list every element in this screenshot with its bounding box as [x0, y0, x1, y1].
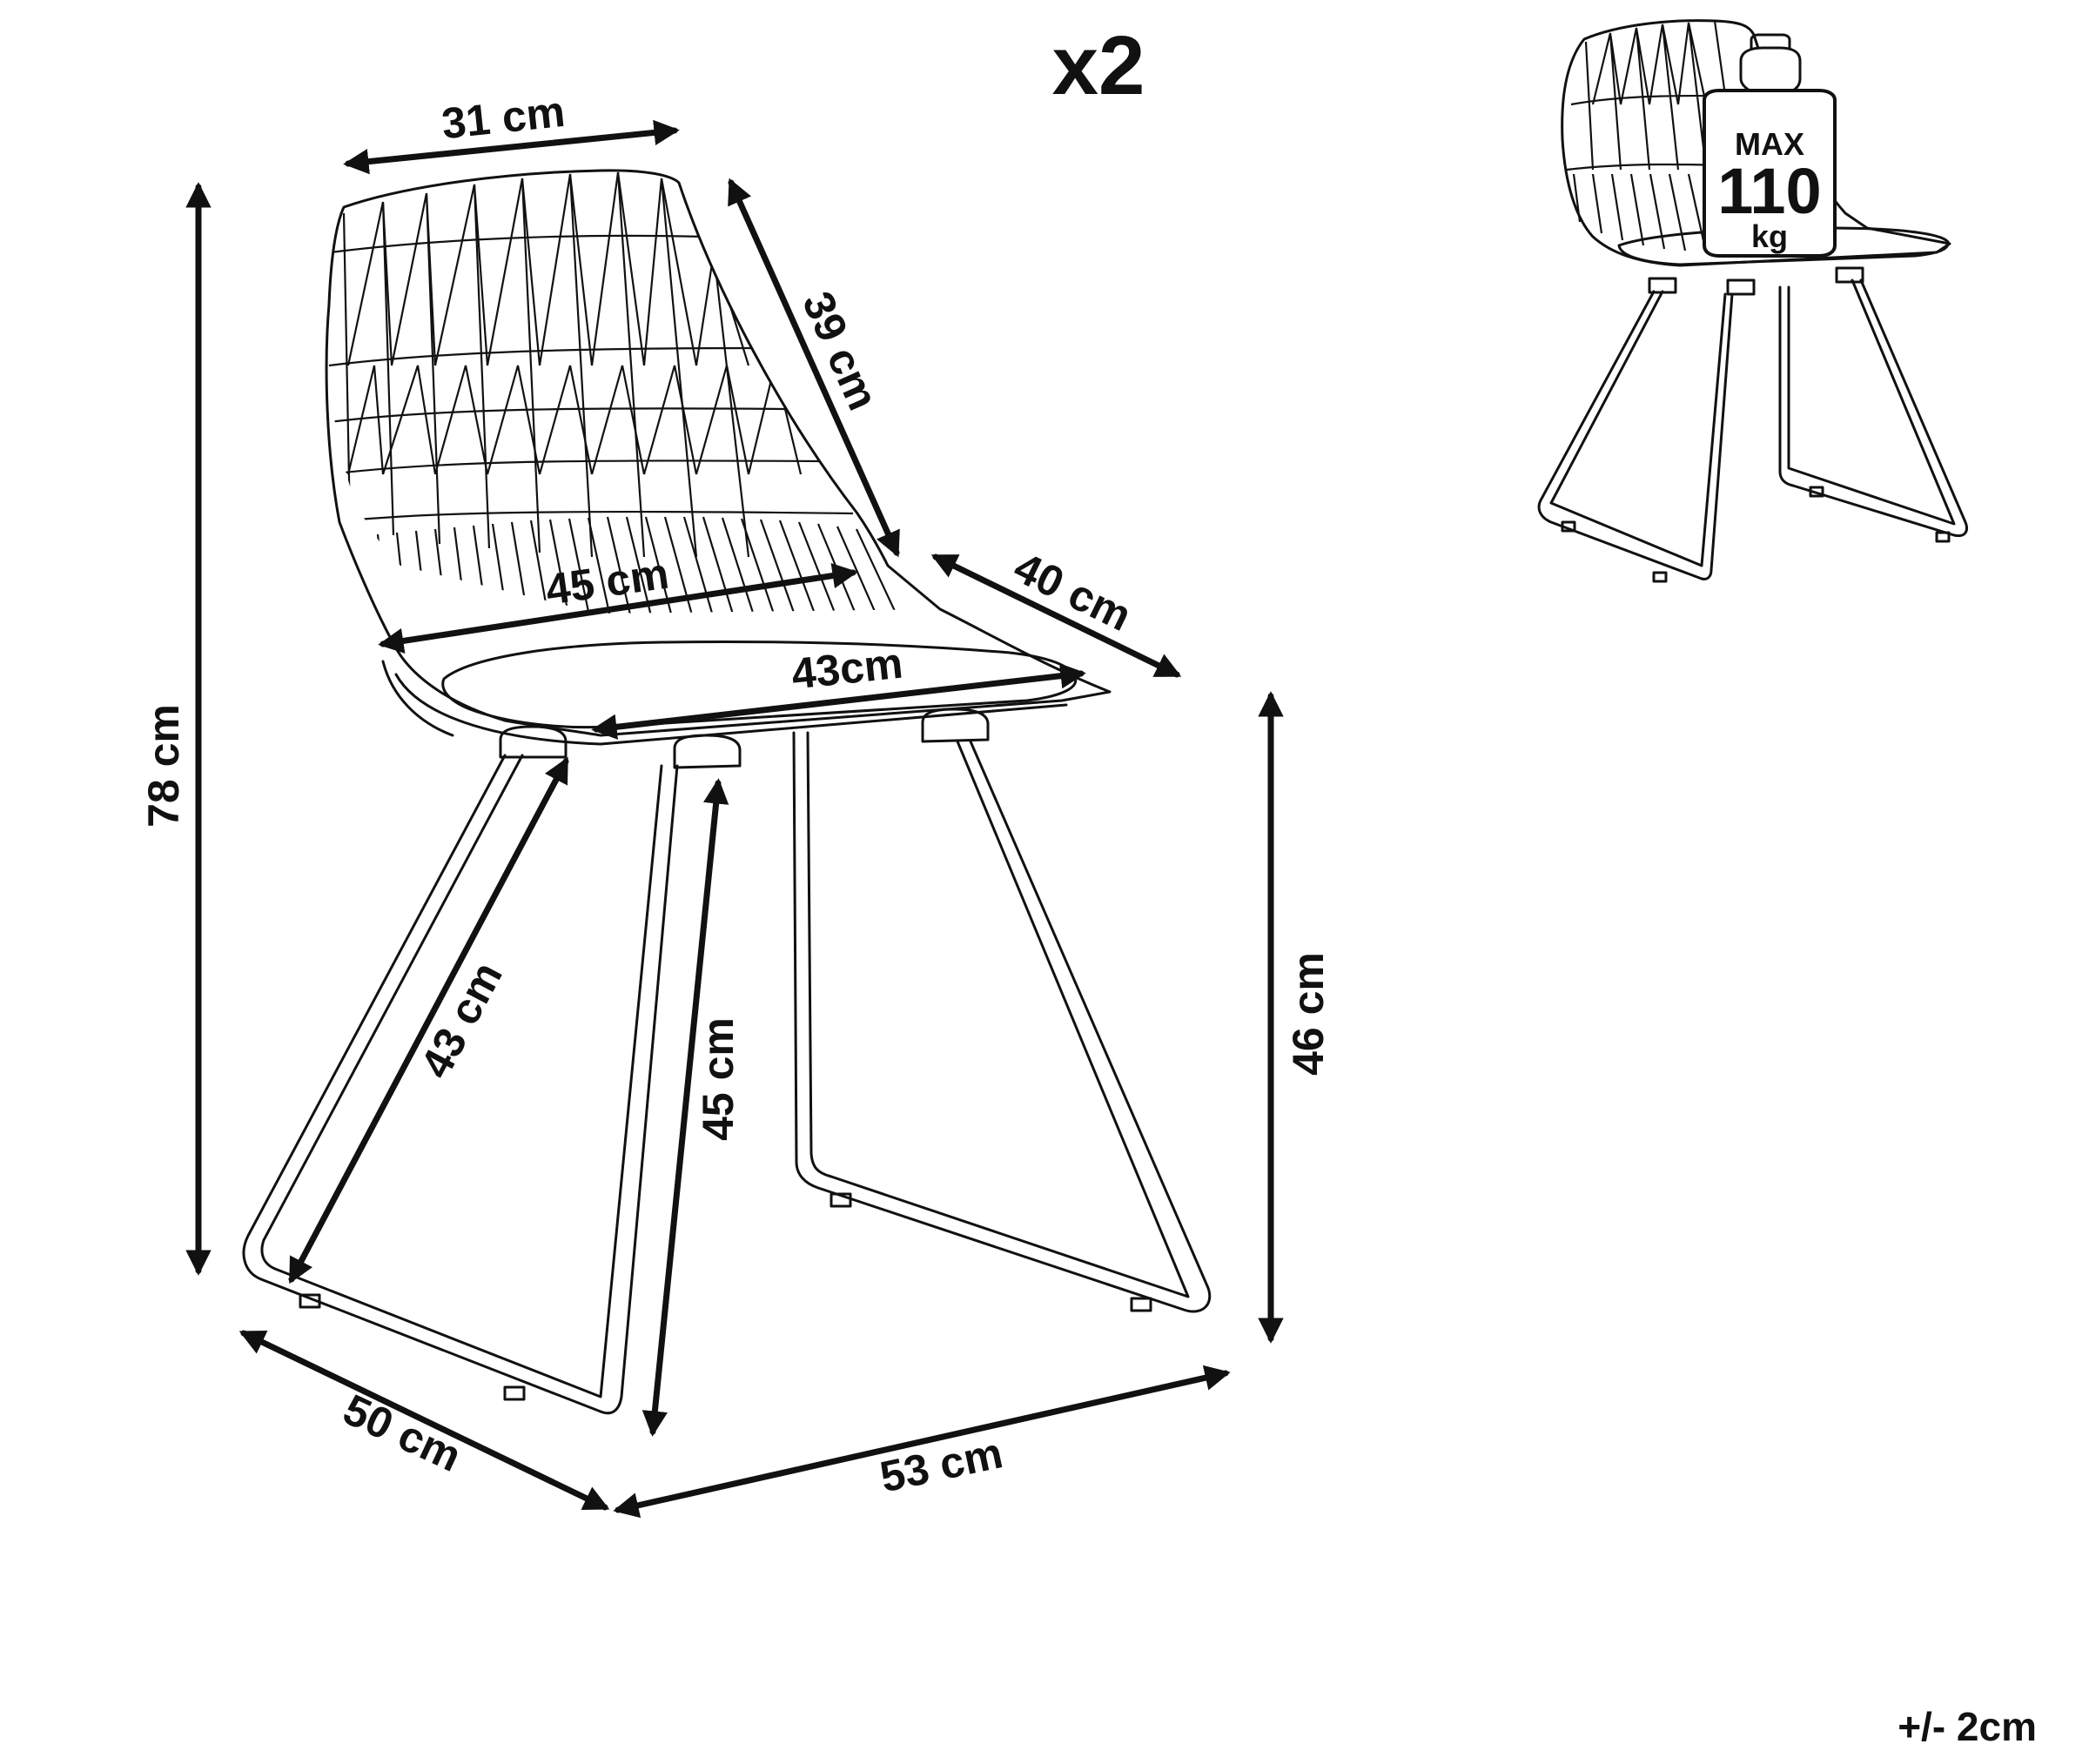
dim-line-back-width: [343, 119, 680, 175]
small-leg-mount: [1835, 266, 1864, 284]
dim-line-back-height: [728, 178, 900, 558]
seat-rear-edge: [381, 660, 454, 737]
label-seat-height: 46 cm: [1284, 952, 1333, 1076]
small-chair-pattern: [1566, 20, 1824, 253]
max-load-value: 110: [1717, 155, 1821, 227]
label-seat-width-front: 43cm: [789, 639, 905, 699]
label-base-width: 53 cm: [876, 1428, 1006, 1501]
tolerance-label: +/- 2cm: [1898, 1704, 2037, 1749]
dim-line-leg-height: [641, 778, 729, 1437]
small-leg-mount: [1726, 278, 1756, 296]
sled-leg-left: [242, 754, 679, 1415]
max-load-illustration: MAX 110 kg: [1537, 19, 1968, 583]
dimension-lines: [185, 119, 1284, 1519]
label-leg-height: 45 cm: [694, 1017, 742, 1141]
leg-mount-front-left: [673, 734, 742, 769]
dim-line-leg-length: [288, 756, 569, 1284]
dim-line-seat-depth: [930, 553, 1182, 678]
label-base-depth: 50 cm: [336, 1385, 468, 1481]
dim-line-seat-width-back: [378, 562, 858, 654]
dimension-labels: 31 cm 39 cm 78 cm 45 cm 43cm 40 cm 46 cm…: [139, 87, 1333, 1502]
sled-leg-right: [792, 731, 1212, 1313]
quantity-label: x2: [1052, 19, 1145, 112]
max-load-prefix: MAX: [1735, 126, 1804, 162]
leg-mount-rear: [499, 725, 568, 759]
label-back-width: 31 cm: [440, 87, 568, 149]
label-total-height: 78 cm: [139, 704, 188, 828]
dim-line-seat-width-front: [591, 663, 1086, 740]
max-load-unit: kg: [1751, 218, 1788, 254]
dim-line-base-depth: [238, 1330, 610, 1511]
chair-main-illustration: [242, 169, 1212, 1415]
foot-pads: [299, 1192, 1152, 1401]
seat-underside: [394, 673, 1068, 746]
dim-line-base-width: [613, 1365, 1231, 1519]
max-load-weight-icon: MAX 110 kg: [1703, 33, 1837, 258]
small-chair-legs: [1537, 278, 1968, 580]
